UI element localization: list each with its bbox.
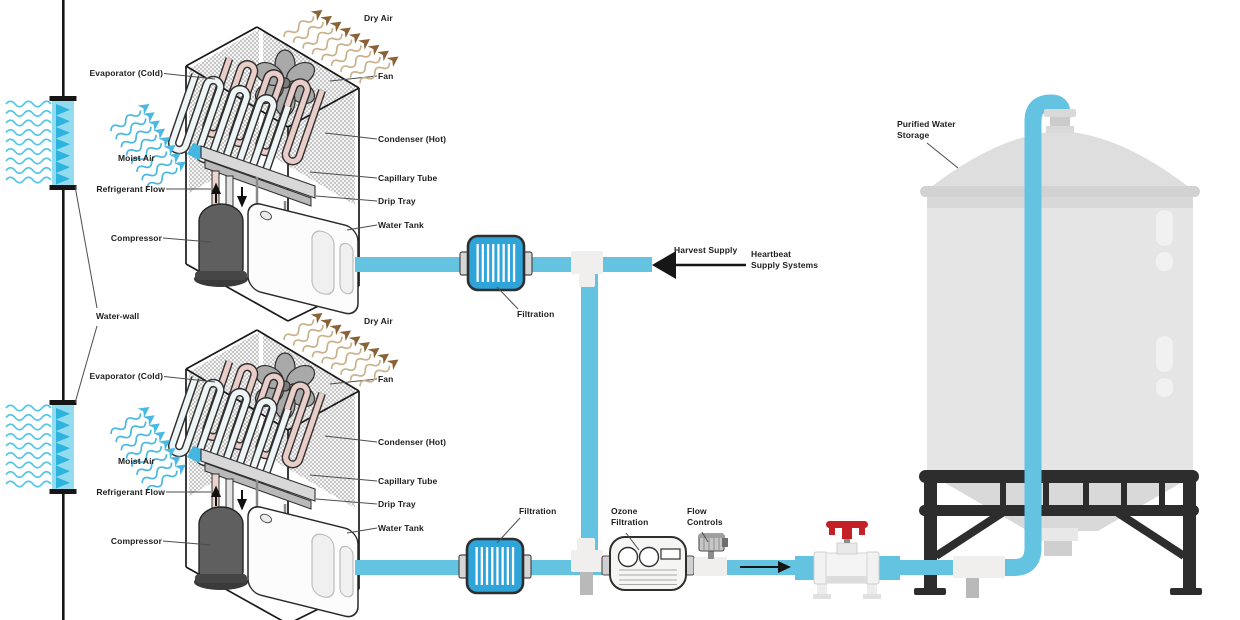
label-condenser-1: Condenser (Hot) <box>378 134 447 144</box>
filtration-unit-top <box>458 234 534 292</box>
label-drip-tray-1: Drip Tray <box>378 196 416 206</box>
label-refrigerant-flow-2: Refrigerant Flow <box>96 487 165 497</box>
ozone-filtration-unit <box>601 536 695 591</box>
label-filtration-bottom: Filtration <box>519 506 557 516</box>
flow-direction-arrow <box>740 561 791 573</box>
harvest-supply-arrow <box>652 251 746 279</box>
riser-pipe <box>1005 94 1071 576</box>
leader-lines <box>496 142 959 551</box>
label-harvest-supply: Harvest Supply <box>674 245 738 255</box>
valve-handle <box>826 521 868 539</box>
label-water-tank-2: Water Tank <box>378 523 424 533</box>
water-wall-segment-1 <box>49 96 77 190</box>
label-moist-air-2: Moist Air <box>118 456 155 466</box>
label-drip-tray-2: Drip Tray <box>378 499 416 509</box>
tank-inlet-cap <box>1044 109 1076 133</box>
label-moist-air-1: Moist Air <box>118 153 155 163</box>
label-fan-1: Fan <box>378 71 394 81</box>
label-flow-controls: Flow Controls <box>687 506 723 527</box>
label-evaporator-1: Evaporator (Cold) <box>89 68 163 78</box>
label-compressor-2: Compressor <box>110 536 162 546</box>
label-capillary-tube-2: Capillary Tube <box>378 476 438 486</box>
label-dry-air-1: Dry Air <box>364 13 393 23</box>
pipe-support-fitting <box>953 556 1005 598</box>
filtration-unit-bottom <box>457 537 533 595</box>
label-filtration-top: Filtration <box>517 309 555 319</box>
label-condenser-2: Condenser (Hot) <box>378 437 447 447</box>
pipe-fittings <box>571 251 603 595</box>
label-purified-water-storage: Purified Water Storage <box>897 119 956 140</box>
storage-tank <box>920 131 1200 556</box>
label-dry-air-2: Dry Air <box>364 316 393 326</box>
flow-controls-device <box>694 533 728 576</box>
label-water-tank-1: Water Tank <box>378 220 424 230</box>
label-water-wall: Water-wall <box>96 311 140 321</box>
label-ozone-filtration: Ozone Filtration <box>611 506 649 527</box>
label-capillary-tube-1: Capillary Tube <box>378 173 438 183</box>
label-evaporator-2: Evaporator (Cold) <box>89 371 163 381</box>
water-wall-segment-2 <box>49 400 77 494</box>
shutoff-valve <box>795 521 900 599</box>
water-wall <box>5 0 98 620</box>
label-refrigerant-flow-1: Refrigerant Flow <box>96 184 165 194</box>
label-heartbeat-supply-systems: Heartbeat Supply Systems <box>751 249 819 270</box>
label-fan-2: Fan <box>378 374 394 384</box>
label-compressor-1: Compressor <box>110 233 162 243</box>
pipe-network <box>355 257 1015 575</box>
